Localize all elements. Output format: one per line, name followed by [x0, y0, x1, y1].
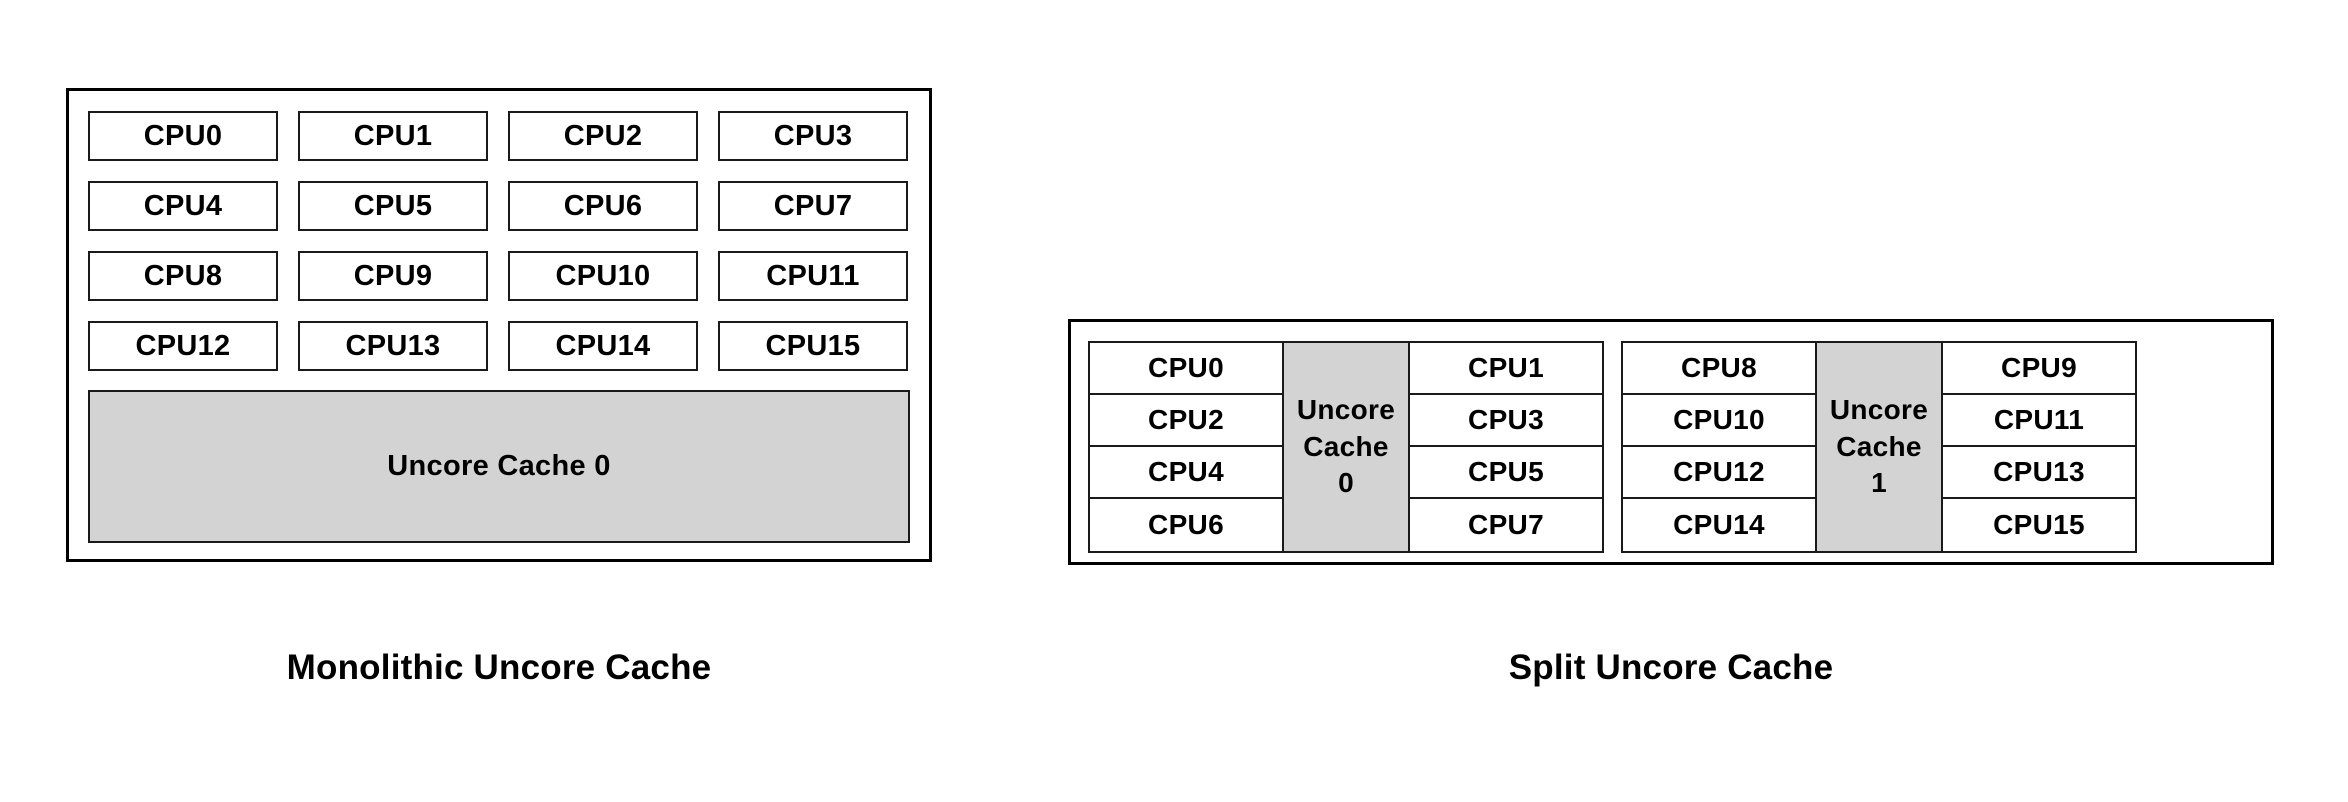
uncore-cache-block: Uncore Cache 0 — [88, 390, 910, 543]
uncore-cache-label-line1: Uncore — [1829, 393, 1929, 425]
cpu-box: CPU13 — [1943, 447, 2135, 499]
cpu-box: CPU14 — [1623, 499, 1815, 551]
cpu-box: CPU6 — [508, 181, 698, 231]
monolithic-cpu-grid: CPU0 CPU1 CPU2 CPU3 CPU4 CPU5 CPU6 CPU7 … — [88, 111, 910, 371]
cpu-box: CPU14 — [508, 321, 698, 371]
cpu-box: CPU1 — [298, 111, 488, 161]
split-caption: Split Uncore Cache — [1508, 648, 1834, 687]
cpu-box: CPU10 — [1623, 395, 1815, 447]
cluster-right-cpu-column: CPU9 CPU11 CPU13 CPU15 — [1943, 343, 2135, 551]
uncore-cache-label-line3: 0 — [1338, 467, 1354, 499]
uncore-cache-block: Uncore Cache 0 — [1282, 343, 1410, 551]
cpu-cluster: CPU0 CPU2 CPU4 CPU6 Uncore Cache 0 CPU1 … — [1088, 341, 1604, 553]
uncore-cache-block: Uncore Cache 1 — [1815, 343, 1943, 551]
cpu-cluster: CPU8 CPU10 CPU12 CPU14 Uncore Cache 1 CP… — [1621, 341, 2137, 553]
cpu-box: CPU11 — [1943, 395, 2135, 447]
cpu-box: CPU0 — [88, 111, 278, 161]
uncore-cache-label-line1: Uncore — [1296, 393, 1396, 425]
cpu-box: CPU11 — [718, 251, 908, 301]
cluster-left-cpu-column: CPU0 CPU2 CPU4 CPU6 — [1090, 343, 1282, 551]
uncore-cache-label-line3: 1 — [1871, 467, 1887, 499]
cpu-box: CPU4 — [1090, 447, 1282, 499]
cpu-box: CPU3 — [1410, 395, 1602, 447]
cpu-box: CPU6 — [1090, 499, 1282, 551]
cpu-box: CPU2 — [1090, 395, 1282, 447]
cpu-box: CPU1 — [1410, 343, 1602, 395]
uncore-cache-label-line2: Cache — [1836, 430, 1922, 462]
cpu-box: CPU0 — [1090, 343, 1282, 395]
split-cluster-container: CPU0 CPU2 CPU4 CPU6 Uncore Cache 0 CPU1 … — [1088, 341, 2137, 553]
cpu-box: CPU4 — [88, 181, 278, 231]
cpu-box: CPU15 — [1943, 499, 2135, 551]
cpu-box: CPU13 — [298, 321, 488, 371]
cpu-box: CPU3 — [718, 111, 908, 161]
uncore-cache-label-line2: Cache — [1303, 430, 1389, 462]
cpu-box: CPU9 — [1943, 343, 2135, 395]
monolithic-caption: Monolithic Uncore Cache — [286, 648, 712, 687]
cpu-box: CPU8 — [1623, 343, 1815, 395]
cpu-box: CPU15 — [718, 321, 908, 371]
cpu-box: CPU5 — [298, 181, 488, 231]
monolithic-package-outline: CPU0 CPU1 CPU2 CPU3 CPU4 CPU5 CPU6 CPU7 … — [66, 88, 932, 562]
cpu-box: CPU10 — [508, 251, 698, 301]
cpu-box: CPU2 — [508, 111, 698, 161]
cpu-box: CPU7 — [718, 181, 908, 231]
cpu-box: CPU5 — [1410, 447, 1602, 499]
cpu-box: CPU8 — [88, 251, 278, 301]
cluster-right-cpu-column: CPU1 CPU3 CPU5 CPU7 — [1410, 343, 1602, 551]
split-package-outline: CPU0 CPU2 CPU4 CPU6 Uncore Cache 0 CPU1 … — [1068, 319, 2274, 565]
cluster-left-cpu-column: CPU8 CPU10 CPU12 CPU14 — [1623, 343, 1815, 551]
cpu-box: CPU9 — [298, 251, 488, 301]
cpu-box: CPU7 — [1410, 499, 1602, 551]
cpu-box: CPU12 — [88, 321, 278, 371]
cpu-box: CPU12 — [1623, 447, 1815, 499]
